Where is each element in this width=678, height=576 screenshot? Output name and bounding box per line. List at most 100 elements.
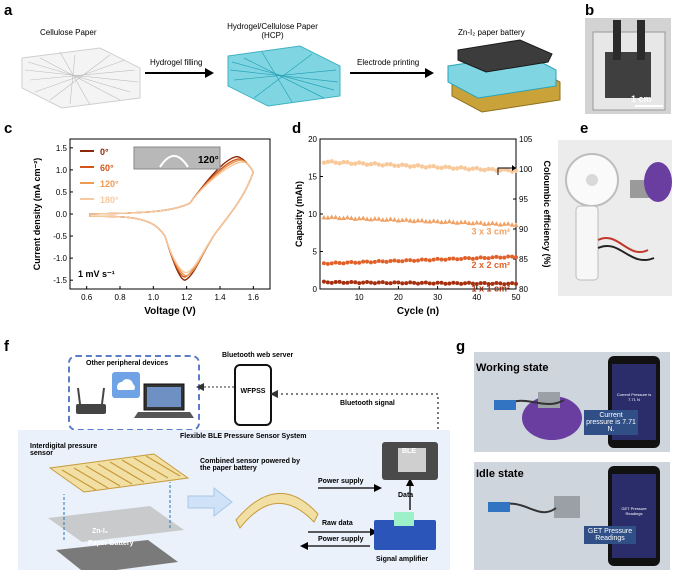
cycle-point-0-2 (325, 280, 330, 285)
cycle-point-3-42 (482, 167, 487, 173)
cycle-point-0-5 (337, 279, 342, 284)
cycle-y2tick-label: 80 (519, 285, 528, 294)
cycle-point-2-18 (388, 216, 394, 222)
label-cellulose-paper: Cellulose Paper (40, 28, 97, 37)
cycle-point-1-26 (419, 257, 424, 262)
label-zn: Zn-I₂ (92, 528, 108, 535)
cycle-point-0-38 (466, 280, 471, 285)
cycle-point-2-23 (407, 218, 413, 223)
label-hydrogel-filling: Hydrogel filling (150, 58, 203, 67)
cv-scan-rate: 1 mV s⁻¹ (78, 269, 115, 279)
cycle-point-3-23 (407, 164, 413, 169)
cycle-point-1-19 (392, 258, 397, 263)
cycle-point-3-10 (357, 160, 362, 165)
photo-idle-state: Idle state GET Pressure Readings GET Pre… (474, 462, 670, 570)
cycle-point-3-30 (435, 165, 440, 170)
cv-ylabel: Current density (mA cm⁻²) (32, 158, 42, 270)
label-data: Data (398, 492, 414, 499)
cycle-point-1-34 (451, 256, 456, 261)
panel-label-f: f (4, 338, 9, 355)
cycle-xtick-label: 40 (472, 293, 481, 302)
cycle-point-2-26 (419, 217, 425, 223)
cycle-point-0-42 (482, 281, 487, 286)
cycle-point-3-7 (345, 160, 350, 165)
cycle-point-3-21 (400, 162, 405, 167)
cycle-point-3-16 (380, 163, 385, 168)
sensor-stack (48, 453, 190, 570)
cycle-point-3-24 (411, 163, 417, 169)
cycle-y2label: Coloumbic efficiency (%) (542, 160, 552, 267)
cycle-point-3-26 (419, 164, 425, 169)
cycle-point-2-45 (493, 221, 499, 226)
cycle-y2tick-label: 100 (519, 165, 533, 174)
cv-inset-photo (133, 146, 221, 170)
photo-working-state: Working state Current Pressure is 7.71 N… (474, 352, 670, 452)
cycle-point-1-4 (333, 260, 338, 265)
cycle-point-0-18 (388, 281, 393, 286)
cycle-point-2-27 (423, 218, 429, 224)
cycle-point-0-28 (427, 281, 432, 286)
cycle-point-3-44 (490, 166, 495, 172)
cycle-point-2-40 (474, 220, 480, 225)
cycle-point-0-50 (514, 281, 518, 286)
cycle-point-0-6 (341, 280, 346, 285)
cycle-point-2-46 (497, 221, 503, 227)
panel-label-d: d (292, 120, 302, 137)
cycle-point-0-24 (412, 280, 417, 285)
cycle-point-1-50 (514, 255, 518, 260)
cycle-point-1-15 (376, 258, 381, 263)
panel-label-e: e (580, 120, 589, 137)
cycle-series-label-1: 2 x 2 cm² (471, 260, 510, 270)
cycle-point-0-11 (361, 280, 366, 285)
cycle-point-0-26 (419, 280, 424, 285)
cycle-point-3-13 (368, 161, 374, 167)
cycle-point-3-45 (494, 168, 499, 173)
label-bt-signal: Bluetooth signal (340, 400, 395, 407)
cycle-point-0-12 (365, 279, 370, 284)
cycle-point-1-32 (443, 257, 448, 262)
cycle-point-2-41 (478, 220, 484, 225)
cycle-point-2-15 (376, 216, 382, 221)
cycle-point-3-36 (458, 165, 464, 170)
cycle-point-3-28 (427, 164, 432, 169)
cycle-point-0-21 (400, 281, 405, 286)
cycle-point-0-44 (490, 281, 495, 286)
cv-xtick-label: 1.0 (148, 293, 160, 302)
cycle-point-1-42 (482, 255, 487, 260)
phone-working-text: Current Pressure is 7.71 N (616, 392, 652, 402)
cycle-point-2-39 (470, 220, 476, 226)
cycle-point-3-20 (396, 163, 401, 169)
cycle-point-1-17 (384, 259, 389, 264)
cv-xlabel: Voltage (V) (144, 306, 195, 317)
idle-message: GET Pressure Readings (584, 526, 636, 544)
cycle-point-3-34 (451, 166, 456, 171)
cycle-point-2-7 (344, 214, 350, 220)
cv-inset-arc (159, 155, 189, 168)
cycle-point-1-28 (427, 258, 432, 263)
cycle-point-2-8 (348, 215, 354, 221)
cycle-point-1-24 (412, 258, 417, 263)
cycle-point-2-9 (352, 216, 358, 221)
cycle-point-0-41 (478, 281, 483, 286)
cv-ytick-label: 1.5 (56, 144, 68, 153)
cycle-point-2-35 (454, 220, 460, 225)
cycle-xtick-label: 10 (355, 293, 364, 302)
cycle-point-3-38 (466, 167, 472, 172)
panel-b-photo: 1 cm (585, 18, 671, 114)
cycle-point-3-8 (349, 161, 354, 166)
cv-xtick-label: 0.6 (81, 293, 93, 302)
label-ble: BLE (402, 448, 416, 455)
cycle-point-1-20 (396, 259, 401, 264)
cycle-point-1-41 (478, 255, 483, 260)
cycle-point-0-15 (376, 280, 381, 285)
cycle-point-2-12 (364, 216, 370, 221)
cycle-point-2-14 (372, 216, 378, 221)
cycle-point-0-13 (368, 280, 373, 285)
label-system: Flexible BLE Pressure Sensor System (180, 433, 307, 440)
cycle-point-1-47 (502, 255, 507, 260)
signal-amplifier (374, 512, 436, 550)
cycle-point-3-49 (509, 169, 515, 174)
arrow-phone-peripheral (196, 383, 234, 391)
cycle-point-2-29 (431, 218, 437, 223)
